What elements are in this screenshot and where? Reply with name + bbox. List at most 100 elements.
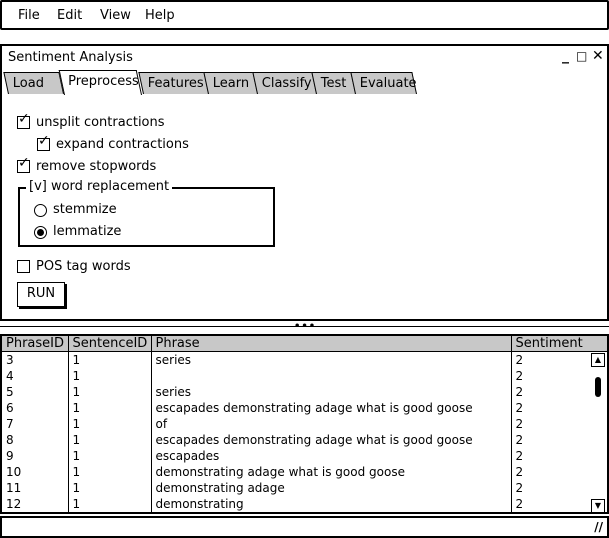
sentiment-analysis-window: Sentiment Analysis _ □ ✕ Load Preprocess… [0,44,609,321]
word-replacement-group: [v] word replacement stemmize lemmatize [18,179,275,247]
cell-phraseid: 12 [2,496,69,512]
cell-sentenceid: 1 [68,496,152,512]
radio-selected-dot [37,229,44,236]
expand-contractions-checkbox[interactable]: ✓ [37,134,50,151]
cell-sentenceid: 1 [68,480,152,496]
cell-phrase: demonstrating [151,496,512,512]
cell-phraseid: 10 [2,464,69,480]
splitter-line [0,326,609,327]
menu-view[interactable]: View [100,8,131,23]
remove-stopwords-label: remove stopwords [36,159,157,174]
cell-sentiment: 2 [515,497,524,511]
run-button[interactable]: RUN [17,282,65,307]
check-icon: ✓ [18,111,30,127]
scroll-up-icon[interactable]: ▲ [591,353,605,367]
cell-sentiment: 2 [515,449,524,463]
column-header-phrase[interactable]: Phrase [151,336,512,352]
close-icon[interactable]: ✕ [592,48,604,64]
scroll-down-icon[interactable]: ▼ [591,499,605,513]
column-header-sentenceid[interactable]: SentenceID [68,336,152,352]
tab-evaluate[interactable]: Evaluate [350,72,417,94]
unsplit-contractions-checkbox[interactable]: ✓ [17,112,30,129]
tab-classify[interactable]: Classify [252,72,317,94]
lemmatize-radio[interactable] [34,226,47,239]
menu-file[interactable]: File [18,8,40,23]
cell-sentenceid: 1 [68,448,152,464]
tab-strip: Load Preprocess Features Learn Classify … [2,68,607,95]
lemmatize-label: lemmatize [53,224,122,239]
cell-phrase: demonstrating adage [151,480,512,496]
check-icon: ✓ [38,133,50,149]
cell-phrase [151,368,512,384]
cell-sentiment: 2 [515,481,524,495]
pos-tag-checkbox[interactable] [17,260,30,273]
cell-sentiment: 2 [515,417,524,431]
cell-phraseid: 9 [2,448,69,464]
tab-features[interactable]: Features [138,72,209,94]
cell-sentenceid: 1 [68,384,152,400]
window-title: Sentiment Analysis [8,50,133,65]
cell-sentenceid: 1 [68,368,152,384]
scroll-thumb[interactable] [595,377,601,397]
cell-sentenceid: 1 [68,416,152,432]
minimize-icon[interactable]: _ [562,48,569,64]
tab-load[interactable]: Load [3,72,64,94]
cell-phraseid: 7 [2,416,69,432]
cell-phraseid: 3 [2,351,69,368]
cell-phraseid: 4 [2,368,69,384]
cell-phrase: of [151,416,512,432]
word-replacement-legend[interactable]: [v] word replacement [26,179,173,194]
status-bar: // [0,516,609,538]
stemmize-label: stemmize [53,202,117,217]
cell-phrase: escapades demonstrating adage what is go… [151,432,512,448]
cell-sentenceid: 1 [68,351,152,368]
menu-help[interactable]: Help [145,8,175,23]
column-header-phraseid[interactable]: PhraseID [2,336,69,352]
expand-contractions-label: expand contractions [56,137,189,152]
cell-phrase: escapades [151,448,512,464]
stemmize-radio[interactable] [34,204,47,217]
tab-learn[interactable]: Learn [203,72,258,94]
cell-sentiment: 2 [515,369,524,383]
cell-phraseid: 11 [2,480,69,496]
tab-preprocess[interactable]: Preprocess [58,70,143,95]
cell-sentiment: 2 [515,401,524,415]
cell-sentiment: 2 [515,353,524,367]
unsplit-contractions-label: unsplit contractions [36,115,165,130]
cell-sentiment: 2 [515,465,524,479]
cell-phraseid: 6 [2,400,69,416]
cell-sentenceid: 1 [68,464,152,480]
column-header-sentiment[interactable]: Sentiment [511,336,607,352]
cell-phrase: series [151,384,512,400]
check-icon: ✓ [18,155,30,171]
splitter-grip-icon[interactable]: ••• [294,321,317,332]
menu-bar: File Edit View Help [0,0,609,30]
pos-tag-label: POS tag words [36,259,131,274]
cell-phraseid: 8 [2,432,69,448]
vertical-scrollbar[interactable]: ▲ ▼ [591,353,605,513]
resize-grip-icon[interactable]: // [594,520,603,534]
cell-sentenceid: 1 [68,432,152,448]
cell-phraseid: 5 [2,384,69,400]
remove-stopwords-checkbox[interactable]: ✓ [17,156,30,173]
cell-sentiment: 2 [515,433,524,447]
tab-test[interactable]: Test [311,72,356,94]
cell-sentenceid: 1 [68,400,152,416]
cell-phrase: escapades demonstrating adage what is go… [151,400,512,416]
maximize-icon[interactable]: □ [576,49,588,63]
menu-edit[interactable]: Edit [57,8,83,23]
pane-splitter[interactable]: ••• [0,322,609,332]
cell-phrase: series [151,351,512,368]
